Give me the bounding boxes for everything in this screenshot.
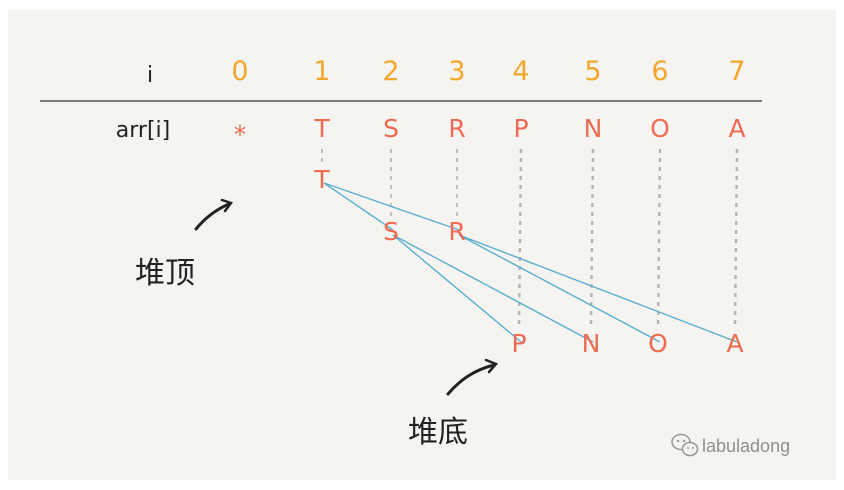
wechat-icon [671,433,699,457]
guide-line-7 [733,148,739,329]
array-value-7: A [728,114,745,143]
index-2: 2 [382,56,399,87]
tree-nodes: T S R P N O A [313,165,743,358]
heap-bottom-label: 堆底 [408,415,468,450]
tree-node-3: R [448,217,465,246]
tree-edges [323,182,738,343]
index-3: 3 [448,56,465,87]
array-value-1: T [313,114,330,143]
edge-2-5 [392,234,594,343]
guide-line-6 [656,148,662,329]
array-value-0: * [234,120,247,149]
tree-node-4: P [511,329,526,358]
diagram-background [8,10,836,480]
array-value-2: S [383,114,399,143]
heap-bottom-arrow [446,363,496,396]
array-value-5: N [584,114,603,143]
heap-top-arrowhead [220,198,234,213]
array-row: * T S R P N O A [234,114,746,149]
edge-1-3 [323,182,460,231]
edge-3-7 [458,234,738,343]
index-row: 0 1 2 3 4 5 6 7 [231,56,745,87]
array-value-3: R [448,114,465,143]
tree-node-1: T [313,165,330,194]
index-7: 7 [728,56,745,87]
heap-top-arrow [194,202,231,231]
index-1: 1 [313,56,330,87]
vertical-guides [321,148,739,329]
guide-line-4 [517,148,523,329]
array-row-label: arr[i] [116,118,170,143]
tree-node-2: S [383,217,399,246]
edge-1-2 [323,182,394,231]
edge-3-6 [458,234,661,343]
array-value-4: P [513,114,528,143]
index-row-label: i [147,63,153,88]
heap-bottom-arrowhead [484,358,499,374]
index-4: 4 [512,56,529,87]
edge-2-4 [392,234,522,343]
tree-node-7: A [726,329,743,358]
guide-line-5 [589,148,595,329]
tree-node-5: N [582,329,601,358]
watermark-text: labuladong [702,436,790,456]
tree-node-6: O [648,329,668,358]
index-5: 5 [584,56,601,87]
index-0: 0 [231,56,248,87]
heap-top-label: 堆顶 [135,256,195,291]
index-6: 6 [651,56,668,87]
array-value-6: O [650,114,670,143]
